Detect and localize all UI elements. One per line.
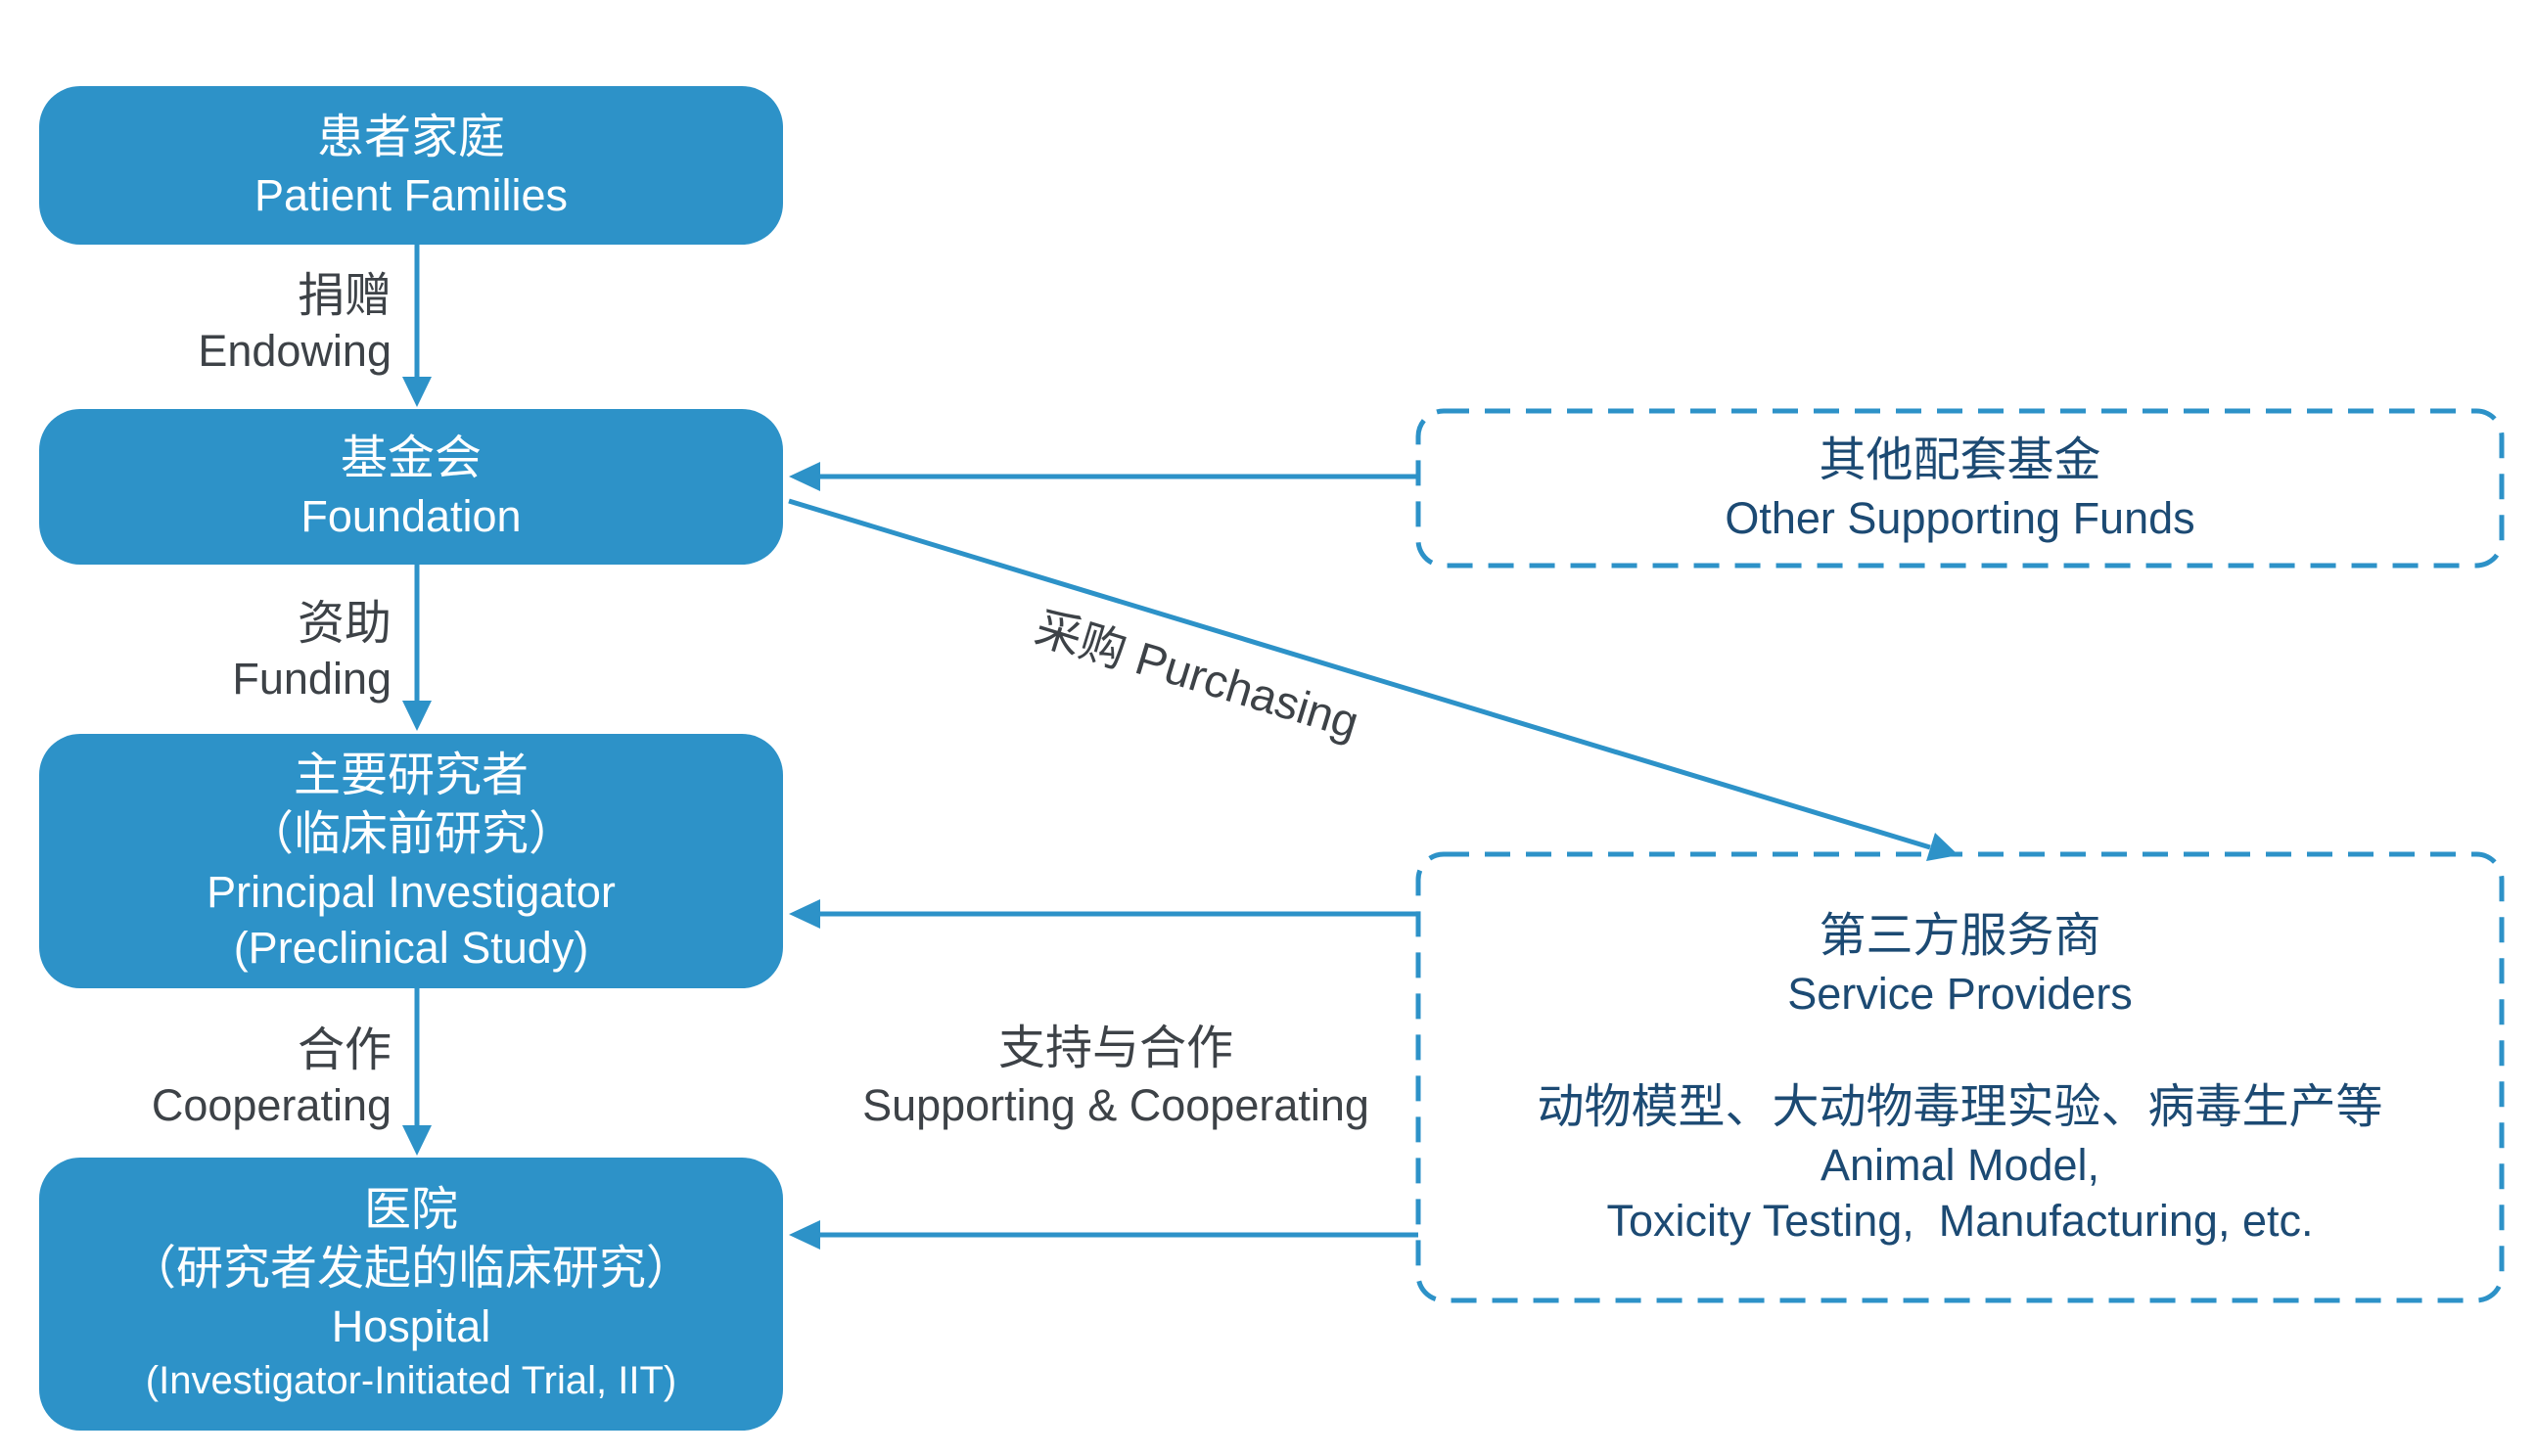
patient-families-label-zh: 患者家庭	[316, 111, 505, 163]
purchasing-arrow-head-icon	[1926, 833, 1959, 861]
cooperating-arrow-head-icon	[402, 1125, 432, 1156]
service-providers-border	[1415, 851, 2505, 1303]
principal-investigator-label-en2: (Preclinical Study)	[233, 923, 589, 973]
label-endowing-en: Endowing	[198, 326, 392, 376]
endowing-arrow-head-icon	[402, 377, 432, 407]
other-supporting-funds-label-zh: 其他配套基金	[1819, 433, 2101, 486]
service-providers-detail-en1: Animal Model,	[1820, 1139, 2100, 1190]
node-hospital: 医院 （研究者发起的临床研究） Hospital (Investigator-I…	[39, 1158, 783, 1431]
service-to-investigator-arrow-head-icon	[789, 899, 820, 929]
foundation-label-en: Foundation	[300, 491, 522, 541]
label-funding-en: Funding	[232, 654, 392, 704]
node-service-providers: 第三方服务商 Service Providers 动物模型、大动物毒理实验、病毒…	[1418, 854, 2502, 1300]
supporting-funds-arrow-head-icon	[789, 462, 820, 491]
principal-investigator-label-zh1: 主要研究者	[293, 750, 529, 801]
label-funding: 资助 Funding	[39, 597, 392, 706]
hospital-label-zh1: 医院	[363, 1184, 458, 1236]
label-cooperating-en: Cooperating	[151, 1080, 392, 1130]
label-supporting-en: Supporting & Cooperating	[862, 1080, 1369, 1130]
purchasing-arrow	[788, 498, 1931, 850]
node-other-supporting-funds: 其他配套基金 Other Supporting Funds	[1418, 411, 2502, 566]
hospital-label-zh2: （研究者发起的临床研究）	[128, 1243, 693, 1295]
other-supporting-funds-border	[1415, 408, 2505, 569]
service-providers-detail-zh: 动物模型、大动物毒理实验、病毒生产等	[1537, 1080, 2383, 1133]
label-supporting-zh: 支持与合作	[997, 1023, 1233, 1074]
label-cooperating-zh: 合作	[297, 1024, 392, 1076]
funding-arrow-head-icon	[402, 701, 432, 731]
node-principal-investigator: 主要研究者 （临床前研究） Principal Investigator (Pr…	[39, 734, 783, 988]
label-endowing: 捐赠 Endowing	[39, 269, 392, 379]
service-providers-label-zh: 第三方服务商	[1819, 909, 2101, 962]
service-providers-label-en: Service Providers	[1787, 968, 2133, 1019]
node-patient-families: 患者家庭 Patient Families	[39, 86, 783, 245]
service-to-hospital-arrow-head-icon	[789, 1220, 820, 1250]
label-endowing-zh: 捐赠	[297, 270, 392, 322]
node-foundation: 基金会 Foundation	[39, 409, 783, 565]
hospital-label-en2: (Investigator-Initiated Trial, IIT)	[145, 1359, 677, 1402]
principal-investigator-label-zh2: （临床前研究）	[246, 808, 576, 860]
label-cooperating: 合作 Cooperating	[39, 1024, 392, 1133]
patient-families-label-en: Patient Families	[254, 169, 569, 220]
other-supporting-funds-label-en: Other Supporting Funds	[1725, 492, 2195, 543]
hospital-label-en1: Hospital	[331, 1301, 491, 1351]
principal-investigator-label-en1: Principal Investigator	[207, 867, 616, 917]
service-providers-detail-en2: Toxicity Testing, Manufacturing, etc.	[1606, 1195, 2314, 1246]
label-supporting-cooperating: 支持与合作 Supporting & Cooperating	[803, 1021, 1429, 1134]
foundation-label-zh: 基金会	[340, 432, 482, 484]
label-funding-zh: 资助	[297, 598, 392, 650]
